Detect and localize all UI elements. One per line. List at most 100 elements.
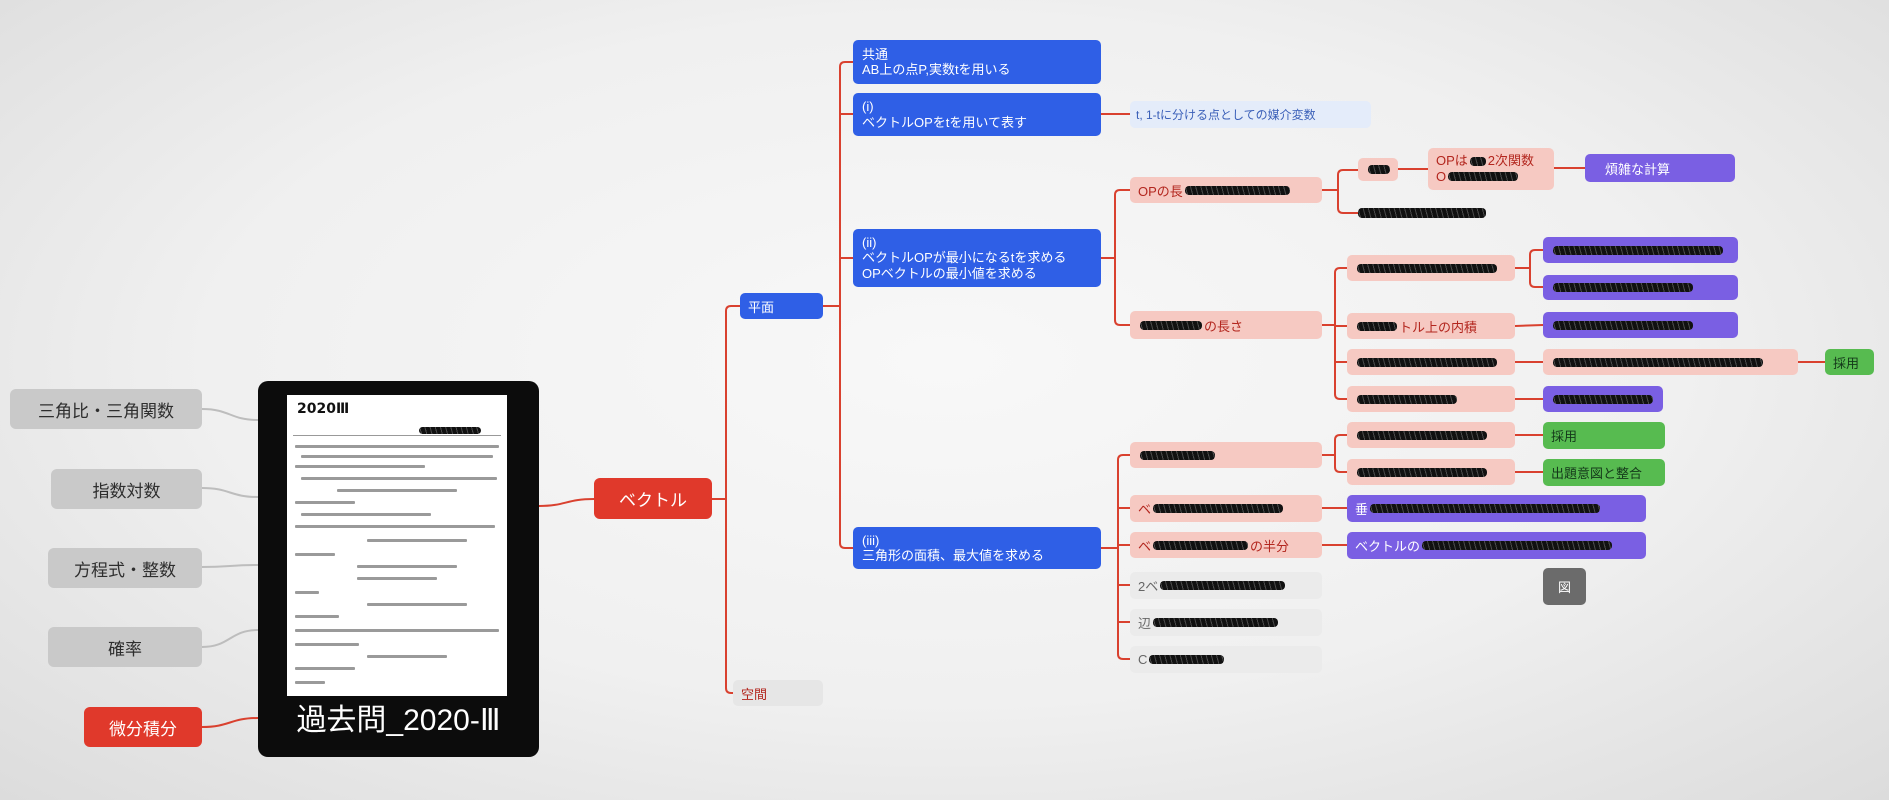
note-purple-3[interactable] — [1543, 312, 1738, 338]
document-text-line — [295, 501, 355, 504]
topic-calculus[interactable]: 微分積分 — [84, 707, 202, 747]
redaction-scribble — [1184, 185, 1290, 195]
redaction-scribble — [419, 427, 481, 434]
topic-equations[interactable]: 方程式・整数 — [48, 548, 202, 588]
node-text: の長さ — [1204, 318, 1244, 334]
node-text: 2ベ — [1138, 579, 1159, 594]
method-length-alt-d[interactable] — [1347, 386, 1515, 412]
root-node-vector[interactable]: ベクトル — [594, 478, 712, 519]
document-text-line — [367, 655, 447, 658]
method-grey-3[interactable]: C — [1130, 646, 1322, 673]
connector — [201, 564, 259, 568]
document-text-line — [301, 477, 497, 480]
exam-card[interactable]: 2020Ⅲ 過去問_2020-Ⅲ — [258, 381, 539, 757]
node-text: 辺 — [1138, 616, 1152, 631]
method-area-a[interactable] — [1347, 422, 1515, 448]
document-text-line — [295, 667, 355, 670]
document-text-line — [295, 525, 495, 528]
step-text: AB上の点P,実数tを用いる — [862, 62, 1011, 77]
badge-adopt[interactable]: 採用 — [1825, 349, 1874, 375]
document-text-line — [295, 553, 335, 556]
redaction-scribble — [1553, 320, 1693, 330]
document-text-line — [337, 489, 457, 492]
method-quadratic[interactable]: OPは 2次関数 O — [1428, 148, 1554, 190]
badge-adopt[interactable]: 採用 — [1543, 422, 1665, 449]
node-text: OPの長 — [1138, 183, 1183, 199]
redaction-scribble — [1422, 541, 1613, 550]
topic-exp-log[interactable]: 指数対数 — [51, 469, 202, 509]
method-op-length-sub[interactable] — [1358, 158, 1398, 181]
method-length-alt-a[interactable] — [1347, 255, 1515, 281]
step-2[interactable]: (ii) ベクトルOPが最小になるtを求める OPベクトルの最小値を求める — [853, 229, 1101, 287]
step-text: 三角形の面積、最大値を求める — [862, 548, 1045, 563]
connector — [839, 61, 853, 549]
note-vector-a[interactable]: 垂 — [1347, 495, 1646, 522]
branch-space[interactable]: 空間 — [733, 680, 823, 706]
card-title: 過去問_2020-Ⅲ — [296, 704, 501, 737]
note-purple-4[interactable] — [1543, 386, 1663, 412]
step-common[interactable]: 共通 AB上の点P,実数tを用いる — [853, 40, 1101, 84]
connector — [1514, 324, 1544, 327]
connector — [725, 305, 740, 499]
redaction-scribble — [1553, 283, 1693, 292]
document-text-line — [295, 445, 499, 448]
node-text: ベ — [1138, 538, 1152, 554]
branch-plane[interactable]: 平面 — [740, 293, 823, 319]
note-purple-1[interactable] — [1543, 237, 1738, 263]
redaction-scribble — [1469, 156, 1486, 166]
node-line: OPは 2次関数 — [1436, 153, 1534, 169]
redaction-scribble — [1370, 504, 1601, 513]
connector — [201, 487, 259, 498]
method-vector-a[interactable]: ベ — [1130, 495, 1322, 522]
connector — [725, 499, 733, 694]
redaction-scribble — [1358, 208, 1486, 218]
connector — [1529, 249, 1543, 288]
step-1[interactable]: (i) ベクトルOPをtを用いて表す — [853, 93, 1101, 136]
step-label: (ii) — [862, 235, 877, 250]
connector — [201, 629, 259, 648]
note-complex-calc[interactable]: 煩雑な計算 — [1585, 154, 1735, 182]
document-text-line — [301, 513, 431, 516]
method-length-alt-c[interactable] — [1347, 349, 1515, 375]
note-vector-half[interactable]: ベクトルの — [1347, 532, 1646, 559]
method-inner-product[interactable]: トル上の内積 — [1347, 313, 1515, 339]
note-pink-graph[interactable] — [1543, 349, 1798, 375]
connector — [1334, 267, 1347, 400]
document-text-line — [295, 615, 339, 618]
redaction-scribble — [1153, 618, 1279, 627]
document-text-line — [357, 565, 457, 568]
figure-thumbnail[interactable]: 図 — [1543, 568, 1586, 605]
step-text: ベクトルOPが最小になるtを求める — [862, 250, 1067, 266]
note-purple-2[interactable] — [1543, 275, 1738, 300]
document-text-line — [295, 465, 425, 468]
method-grey-1[interactable]: 2ベ — [1130, 572, 1322, 599]
connector — [1334, 434, 1347, 473]
redaction-scribble — [1153, 504, 1284, 513]
redaction-scribble — [1140, 450, 1215, 460]
redaction-scribble — [1149, 655, 1225, 664]
document-text-line — [295, 681, 325, 684]
document-text-line — [295, 591, 319, 594]
document-text-line — [301, 455, 493, 458]
method-area[interactable] — [1130, 442, 1322, 468]
node-text: OPは — [1436, 153, 1468, 169]
topic-probability[interactable]: 確率 — [48, 627, 202, 667]
step-3[interactable]: (iii) 三角形の面積、最大値を求める — [853, 527, 1101, 569]
step-1-note[interactable]: t, 1-tに分ける点としての媒介変数 — [1130, 101, 1371, 128]
redaction-scribble — [1553, 245, 1723, 255]
method-length-alt[interactable]: の長さ — [1130, 311, 1322, 339]
connector — [538, 498, 595, 507]
method-grey-2[interactable]: 辺 — [1130, 609, 1322, 636]
document-divider — [293, 435, 501, 436]
method-op-length[interactable]: OPの長 — [1130, 177, 1322, 203]
topic-trig[interactable]: 三角比・三角関数 — [10, 389, 202, 429]
step-label: 共通 — [862, 46, 889, 62]
badge-consistent[interactable]: 出題意図と整合 — [1543, 459, 1665, 486]
node-text: の半分 — [1250, 538, 1290, 554]
document-heading: 2020Ⅲ — [297, 401, 350, 417]
redaction-scribble — [1357, 430, 1487, 440]
method-area-b[interactable] — [1347, 459, 1515, 485]
redaction-scribble — [1357, 263, 1497, 273]
method-vector-half[interactable]: ベ の半分 — [1130, 532, 1322, 558]
